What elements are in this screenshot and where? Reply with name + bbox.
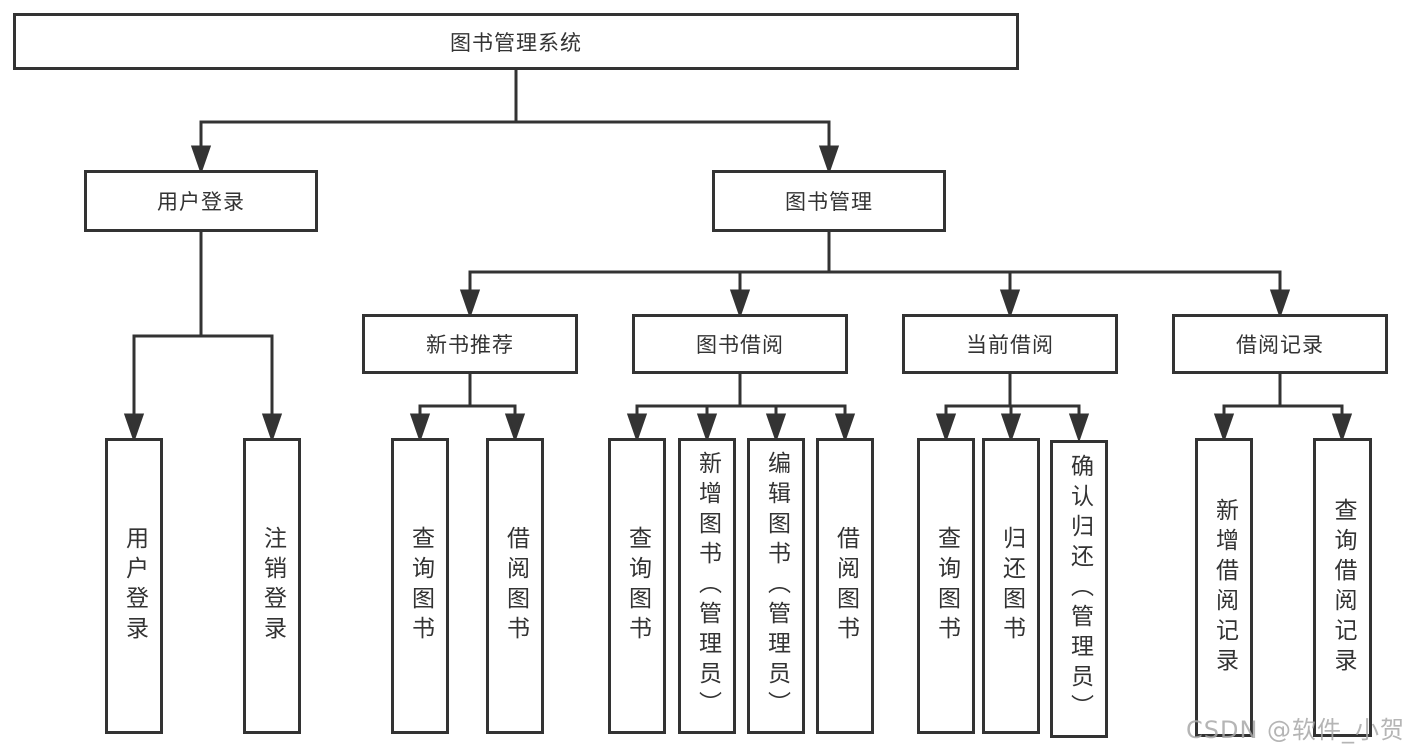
csdn-watermark: CSDN @软件_小贺同学: [1186, 716, 1405, 744]
leaf-query-books-current: 查询图书: [917, 438, 975, 734]
leaf-label: 用户登录: [121, 526, 148, 646]
leaf-label: 借阅图书: [502, 526, 529, 646]
leaf-user-login: 用户登录: [105, 438, 163, 734]
leaf-add-borrow-record: 新增借阅记录: [1195, 438, 1253, 737]
leaf-borrow-books-recommendation: 借阅图书: [486, 438, 544, 734]
leaf-label: 查询图书: [624, 526, 651, 646]
leaf-query-books-borrowing: 查询图书: [608, 438, 666, 734]
node-book-management-system: 图书管理系统: [13, 13, 1019, 70]
leaf-label: 确认归还（管理员）: [1066, 454, 1093, 724]
node-label: 图书管理: [785, 190, 873, 214]
node-label: 用户登录: [157, 190, 245, 214]
node-borrowing-records: 借阅记录: [1172, 314, 1388, 374]
node-book-borrowing: 图书借阅: [632, 314, 848, 374]
node-label: 当前借阅: [966, 333, 1054, 357]
leaf-borrow-books-borrowing: 借阅图书: [816, 438, 874, 734]
leaf-label: 借阅图书: [832, 526, 859, 646]
leaf-label: 归还图书: [998, 526, 1025, 646]
leaf-label: 新增借阅记录: [1211, 497, 1238, 678]
node-label: 新书推荐: [426, 333, 514, 357]
node-label: 图书借阅: [696, 333, 784, 357]
leaf-edit-books-admin: 编辑图书（管理员）: [747, 438, 805, 734]
leaf-label: 新增图书（管理员）: [694, 451, 721, 721]
node-new-book-recommendation: 新书推荐: [362, 314, 578, 374]
leaf-logout: 注销登录: [243, 438, 301, 734]
leaf-label: 注销登录: [259, 526, 286, 646]
leaf-label: 查询借阅记录: [1330, 497, 1356, 678]
node-label: 借阅记录: [1236, 333, 1324, 357]
node-book-management: 图书管理: [712, 170, 946, 232]
leaf-query-books-recommendation: 查询图书: [391, 438, 449, 734]
leaf-label: 编辑图书（管理员）: [763, 451, 790, 721]
leaf-label: 查询图书: [407, 526, 434, 646]
leaf-add-books-admin: 新增图书（管理员）: [678, 438, 736, 734]
leaf-label: 查询图书: [933, 526, 960, 646]
node-user-login: 用户登录: [84, 170, 318, 232]
node-label: 图书管理系统: [450, 30, 582, 55]
leaf-query-borrow-record: 查询借阅记录: [1313, 438, 1372, 737]
leaf-confirm-return-admin: 确认归还（管理员）: [1050, 440, 1108, 738]
leaf-return-books: 归还图书: [982, 438, 1040, 734]
node-current-borrowing: 当前借阅: [902, 314, 1118, 374]
